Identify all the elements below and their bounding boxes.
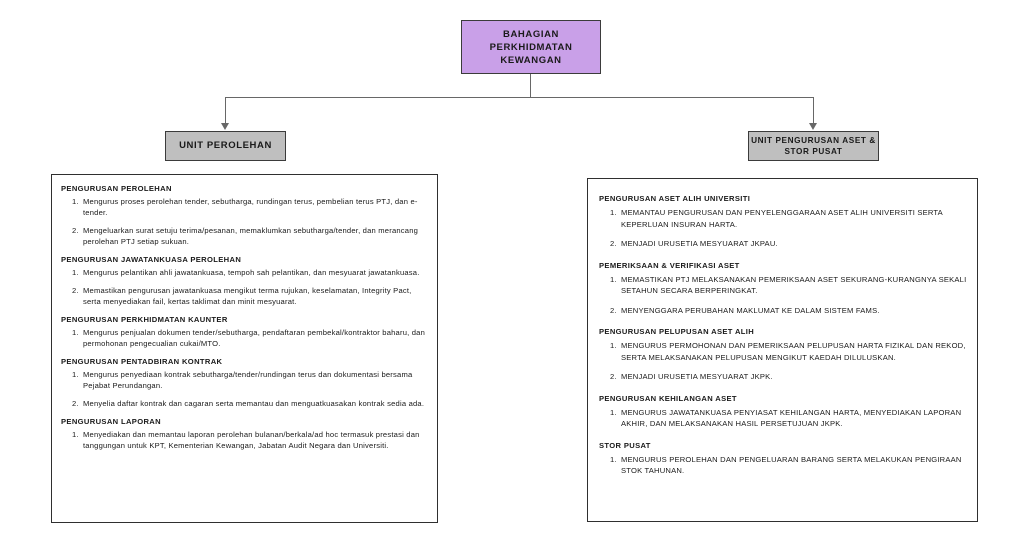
section-title: PENGURUSAN PERKHIDMATAN KAUNTER	[61, 315, 228, 324]
unit-box-pengurusan-aset-stor-pusat: UNIT PENGURUSAN ASET & STOR PUSAT	[748, 131, 879, 161]
panel-unit-perolehan-details: PENGURUSAN PEROLEHAN Mengurus proses pero…	[51, 174, 438, 523]
detail-section: PENGURUSAN PERKHIDMATAN KAUNTER Mengurus …	[61, 314, 428, 349]
section-item-list: Mengurus penyediaan kontrak sebutharga/t…	[61, 369, 428, 409]
list-item: MEMANTAU PENGURUSAN DAN PENYELENGGARAAN …	[610, 207, 943, 229]
section-item-list: MENGURUS PEROLEHAN DAN PENGELUARAN BARAN…	[599, 454, 967, 477]
list-item: MENGURUS PERMOHONAN DAN PEMERIKSAAN PELU…	[610, 340, 966, 362]
section-title: PEMERIKSAAN & VERIFIKASI ASET	[599, 260, 740, 270]
section-title: PENGURUSAN PENTADBIRAN KONTRAK	[61, 357, 223, 366]
section-title: PENGURUSAN KEHILANGAN ASET	[599, 393, 737, 403]
arrow-down-icon-left	[221, 123, 229, 130]
list-item: Mengeluarkan surat setuju terima/pesanan…	[72, 225, 419, 246]
connector-drop-left	[225, 97, 226, 124]
list-item: Mengurus proses perolehan tender, sebuth…	[72, 196, 418, 217]
connector-drop-right	[813, 97, 814, 124]
detail-section: PENGURUSAN ASET ALIH UNIVERSITI MEMANTAU …	[599, 193, 967, 250]
section-title: PENGURUSAN LAPORAN	[61, 417, 161, 426]
unit-box-perolehan: UNIT PEROLEHAN	[165, 131, 286, 161]
detail-section: PENGURUSAN KEHILANGAN ASET MENGURUS JAWAT…	[599, 393, 967, 430]
root-org-box: BAHAGIAN PERKHIDMATAN KEWANGAN	[461, 20, 601, 74]
connector-horizontal-bar	[225, 97, 814, 98]
section-item-list: Mengurus penjualan dokumen tender/sebuth…	[61, 327, 428, 349]
list-item: Mengurus penjualan dokumen tender/sebuth…	[72, 327, 426, 348]
detail-section: PENGURUSAN PEROLEHAN Mengurus proses pero…	[61, 183, 428, 247]
detail-section: PENGURUSAN LAPORAN Menyediakan dan memant…	[61, 416, 428, 451]
section-title: STOR PUSAT	[599, 440, 651, 450]
section-title: PENGURUSAN JAWATANKUASA PEROLEHAN	[61, 255, 242, 264]
panel-unit-aset-stor-details: PENGURUSAN ASET ALIH UNIVERSITI MEMANTAU …	[587, 178, 978, 522]
list-item: MENGURUS PEROLEHAN DAN PENGELUARAN BARAN…	[610, 454, 962, 476]
list-item: Mengurus penyediaan kontrak sebutharga/t…	[72, 369, 413, 390]
section-item-list: MEMASTIKAN PTJ MELAKSANAKAN PEMERIKSAAN …	[599, 274, 967, 317]
arrow-down-icon-right	[809, 123, 817, 130]
section-item-list: MENGURUS JAWATANKUASA PENYIASAT KEHILANG…	[599, 407, 967, 430]
detail-section: STOR PUSAT MENGURUS PEROLEHAN DAN PENGELU…	[599, 440, 967, 477]
detail-section: PEMERIKSAAN & VERIFIKASI ASET MEMASTIKAN …	[599, 260, 967, 317]
detail-section: PENGURUSAN PENTADBIRAN KONTRAK Mengurus p…	[61, 356, 428, 409]
detail-section: PENGURUSAN JAWATANKUASA PEROLEHAN Menguru…	[61, 254, 428, 307]
section-item-list: MEMANTAU PENGURUSAN DAN PENYELENGGARAAN …	[599, 207, 967, 250]
list-item: Menyelia daftar kontrak dan cagaran sert…	[72, 398, 425, 409]
list-item: MEMASTIKAN PTJ MELAKSANAKAN PEMERIKSAAN …	[610, 274, 967, 296]
section-title: PENGURUSAN PELUPUSAN ASET ALIH	[599, 327, 755, 336]
list-item: Menyediakan dan memantau laporan peroleh…	[72, 429, 420, 450]
list-item: Memastikan pengurusan jawatankuasa mengi…	[72, 285, 412, 306]
list-item: MENYENGGARA PERUBAHAN MAKLUMAT KE DALAM …	[610, 305, 880, 316]
section-title: PENGURUSAN ASET ALIH UNIVERSITI	[599, 194, 751, 203]
list-item: MENGURUS JAWATANKUASA PENYIASAT KEHILANG…	[610, 407, 962, 429]
detail-section: PENGURUSAN PELUPUSAN ASET ALIH MENGURUS P…	[599, 326, 967, 383]
connector-stem	[530, 74, 531, 98]
section-item-list: Menyediakan dan memantau laporan peroleh…	[61, 429, 428, 451]
list-item: Mengurus pelantikan ahli jawatankuasa, t…	[72, 267, 420, 278]
list-item: MENJADI URUSETIA MESYUARAT JKPK.	[610, 371, 773, 382]
section-item-list: MENGURUS PERMOHONAN DAN PEMERIKSAAN PELU…	[599, 340, 967, 383]
section-item-list: Mengurus proses perolehan tender, sebuth…	[61, 196, 428, 247]
section-title: PENGURUSAN PEROLEHAN	[61, 184, 172, 193]
section-item-list: Mengurus pelantikan ahli jawatankuasa, t…	[61, 267, 428, 307]
list-item: MENJADI URUSETIA MESYUARAT JKPAU.	[610, 238, 778, 249]
